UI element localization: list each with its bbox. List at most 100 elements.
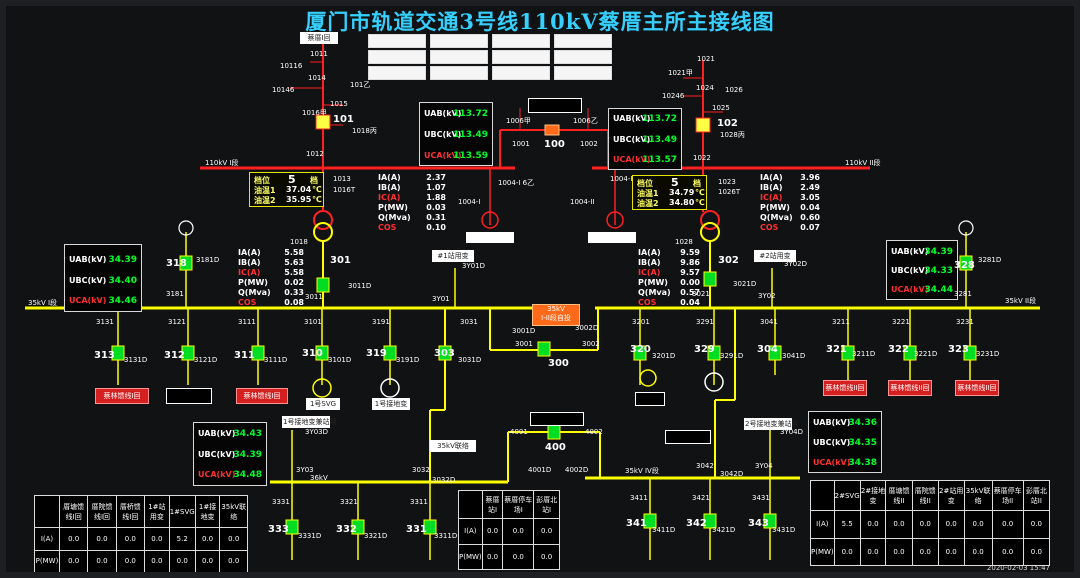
feeder-321-ground[interactable]: 3211D (852, 350, 876, 358)
feeder-319-ground[interactable]: 3191D (396, 356, 420, 364)
feeder-label-313[interactable]: 蔡林馈线I回 (95, 388, 149, 404)
switch-3011d[interactable]: 3011D (348, 282, 372, 290)
switch-3001d[interactable]: 3001D (512, 327, 536, 335)
header-button-9[interactable] (368, 66, 426, 80)
feeder-label-321[interactable]: 蔡林馈线II回 (823, 380, 867, 396)
feeder-303-ground[interactable]: 3031D (458, 356, 482, 364)
header-button-8[interactable] (554, 50, 612, 64)
feeder-329-switch[interactable]: 3291 (696, 318, 714, 326)
feeder-323[interactable]: 323 (948, 344, 969, 355)
switch-4001[interactable]: 4001 (510, 428, 528, 436)
header-button-10[interactable] (430, 66, 488, 80)
feeder-333-switch[interactable]: 3331 (272, 498, 290, 506)
switch-3021d[interactable]: 3021D (733, 280, 757, 288)
switch-1014[interactable]: 1014 (308, 74, 326, 82)
switch-3y02[interactable]: 3Y02 (758, 292, 776, 300)
feeder-331-ground[interactable]: 3311D (434, 532, 458, 540)
switch-3042[interactable]: 3042 (696, 462, 714, 470)
feeder-310[interactable]: 310 (302, 348, 323, 359)
feeder-342-switch[interactable]: 3421 (692, 494, 710, 502)
feeder-label-322[interactable]: 蔡林馈线II回 (888, 380, 932, 396)
header-button-12[interactable] (554, 66, 612, 80)
feeder-304-switch[interactable]: 3041 (760, 318, 778, 326)
switch-1016t[interactable]: 1016T (333, 186, 356, 194)
switch-1023[interactable]: 1023 (718, 178, 736, 186)
feeder-343-switch[interactable]: 3431 (752, 494, 770, 502)
feeder-312-switch[interactable]: 3121 (168, 318, 186, 326)
feeder-333[interactable]: 333 (268, 524, 289, 535)
feeder-331[interactable]: 331 (406, 524, 427, 535)
switch-4002[interactable]: 4002 (585, 428, 603, 436)
switch-3181[interactable]: 3181 (166, 290, 184, 298)
feeder-342[interactable]: 342 (686, 518, 707, 529)
switch-3042d[interactable]: 3042D (720, 470, 744, 478)
breaker-301[interactable]: 301 (330, 255, 351, 266)
feeder-304-ground[interactable]: 3041D (782, 352, 806, 360)
breaker-101[interactable]: 101 (333, 114, 354, 125)
switch-3y01[interactable]: 3Y01 (432, 295, 450, 303)
switch-1024[interactable]: 1024 (696, 84, 714, 92)
feeder-323-ground[interactable]: 3231D (976, 350, 1000, 358)
header-button-2[interactable] (430, 34, 488, 48)
feeder-320-switch[interactable]: 3201 (632, 318, 650, 326)
breaker-102[interactable]: 102 (717, 118, 738, 129)
header-button-7[interactable] (492, 50, 550, 64)
switch-1026t[interactable]: 1026T (718, 188, 741, 196)
feeder-319[interactable]: 319 (366, 348, 387, 359)
switch-3281d[interactable]: 3281D (978, 256, 1002, 264)
feeder-320[interactable]: 320 (630, 344, 651, 355)
header-button-5[interactable] (368, 50, 426, 64)
switch-3y01d[interactable]: 3Y01D (462, 262, 486, 270)
feeder-label-323[interactable]: 蔡林馈线II回 (955, 380, 999, 396)
switch-3y03[interactable]: 3Y03 (296, 466, 314, 474)
switch-1004-1-6[interactable]: 1004-I 6乙 (498, 179, 535, 187)
switch-1013[interactable]: 1013 (333, 175, 351, 183)
breaker-400[interactable]: 400 (545, 442, 566, 453)
switch-10116[interactable]: 10116 (280, 62, 303, 70)
switch-3002[interactable]: 3002 (582, 340, 600, 348)
switch-3y02d[interactable]: 3Y02D (784, 260, 808, 268)
switch-1016[interactable]: 1016甲 (302, 109, 327, 117)
switch-3032d[interactable]: 3032D (432, 476, 456, 484)
pt-318[interactable]: 318 (166, 258, 187, 269)
feeder-311-switch[interactable]: 3111 (238, 318, 256, 326)
switch-1004-1[interactable]: 1004-I (458, 198, 481, 206)
feeder-332-switch[interactable]: 3321 (340, 498, 358, 506)
feeder-312-ground[interactable]: 3121D (194, 356, 218, 364)
pt-328[interactable]: 328 (954, 260, 975, 271)
feeder-321-switch[interactable]: 3211 (832, 318, 850, 326)
feeder-303[interactable]: 303 (434, 348, 455, 359)
switch-101-2[interactable]: 101乙 (350, 81, 371, 89)
switch-4001d[interactable]: 4001D (528, 466, 552, 474)
switch-1002[interactable]: 1002 (580, 140, 598, 148)
feeder-329[interactable]: 329 (694, 344, 715, 355)
feeder-343[interactable]: 343 (748, 518, 769, 529)
feeder-320-ground[interactable]: 3201D (652, 352, 676, 360)
switch-1021[interactable]: 1021 (697, 55, 715, 63)
feeder-321[interactable]: 321 (826, 344, 847, 355)
switch-10146[interactable]: 10146 (272, 86, 295, 94)
switch-3011[interactable]: 3011 (305, 293, 323, 301)
feeder-341[interactable]: 341 (626, 518, 647, 529)
feeder-332[interactable]: 332 (336, 524, 357, 535)
feeder-303-switch[interactable]: 3031 (460, 318, 478, 326)
switch-3002d[interactable]: 3002D (575, 324, 599, 332)
feeder-311-ground[interactable]: 3111D (264, 356, 288, 364)
feeder-322-switch[interactable]: 3221 (892, 318, 910, 326)
feeder-323-switch[interactable]: 3231 (956, 318, 974, 326)
feeder-341-switch[interactable]: 3411 (630, 494, 648, 502)
header-button-4[interactable] (554, 34, 612, 48)
switch-3y03d[interactable]: 3Y03D (305, 428, 329, 436)
header-button-1[interactable] (368, 34, 426, 48)
feeder-313[interactable]: 313 (94, 350, 115, 361)
switch-1021-6[interactable]: 1021甲 (668, 69, 693, 77)
switch-1018b[interactable]: 1018 (290, 238, 308, 246)
feeder-label-320[interactable] (635, 392, 665, 406)
feeder-342-ground[interactable]: 3421D (712, 526, 736, 534)
switch-1001[interactable]: 1001 (512, 140, 530, 148)
switch-1012[interactable]: 1012 (306, 150, 324, 158)
feeder-304[interactable]: 304 (757, 344, 778, 355)
switch-1004-2-6[interactable]: 1004-II 6乙 (610, 175, 649, 183)
feeder-312[interactable]: 312 (164, 350, 185, 361)
feeder-322[interactable]: 322 (888, 344, 909, 355)
